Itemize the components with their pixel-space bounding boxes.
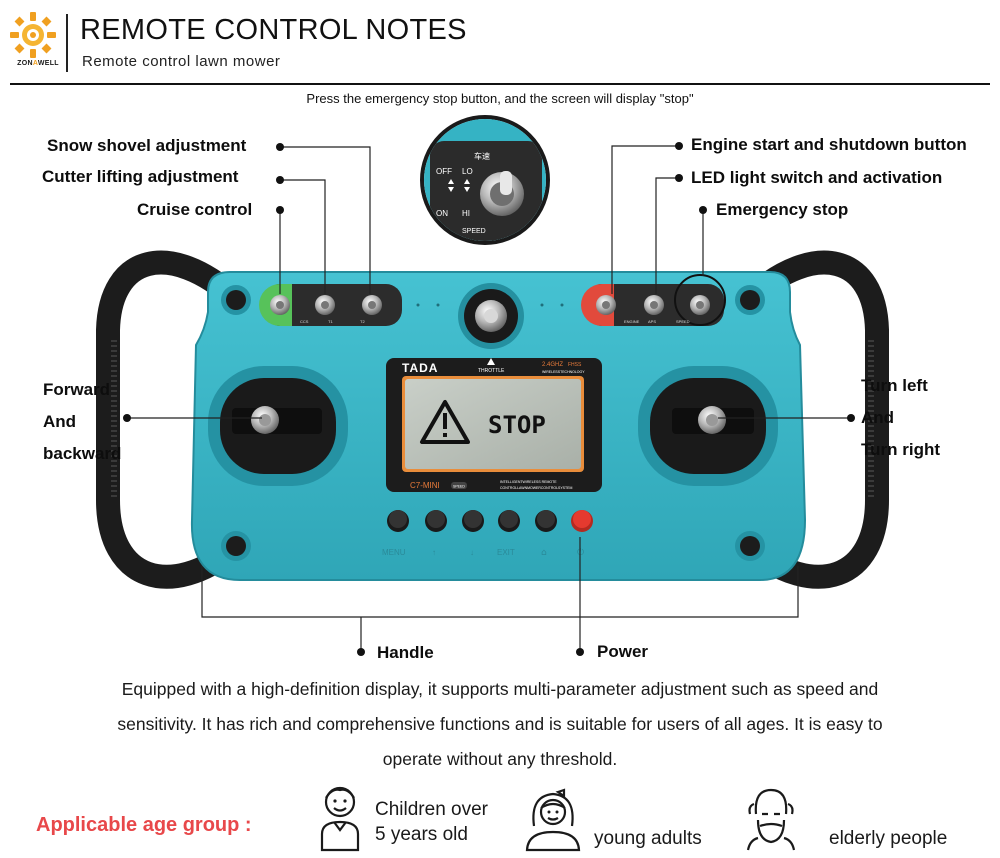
- description-line: sensitivity. It has rich and comprehensi…: [117, 714, 883, 734]
- emergency-caption: Press the emergency stop button, and the…: [306, 91, 694, 106]
- speed-switch-closeup: 车速 OFF LO ON HI SPEED: [424, 119, 546, 241]
- description: Equipped with a high-definition display,…: [30, 672, 970, 777]
- wireless-label: WIRELESSTECHNOLOGY: [542, 370, 585, 374]
- callout-turn-right: Turn right: [861, 440, 940, 459]
- left-switch-panel: CCS T1 T2: [259, 284, 402, 326]
- child-icon: [320, 786, 360, 852]
- callout-turn-and: And: [861, 408, 895, 427]
- throttle-label: THROTTLE: [478, 368, 505, 374]
- inset-lo: LO: [462, 167, 473, 176]
- warning-icon: [420, 400, 470, 444]
- age-children-line-1: Children over: [375, 799, 488, 820]
- switch-label-ccs: CCS: [300, 319, 309, 324]
- down-button[interactable]: [462, 510, 484, 532]
- header-rule: [10, 83, 990, 85]
- age-children: Children over 5 years old: [375, 797, 488, 847]
- led-light-switch[interactable]: [644, 295, 664, 315]
- callout-snow-shovel: Snow shovel adjustment: [47, 136, 247, 155]
- inset-title: 车速: [474, 151, 490, 161]
- inset-on: ON: [436, 209, 448, 218]
- brand-mark: TADA: [402, 361, 438, 375]
- callout-turn-left: Turn left: [861, 376, 928, 395]
- cruise-control-switch[interactable]: [270, 295, 290, 315]
- right-handle[interactable]: [738, 250, 889, 589]
- sun-logo-icon: [10, 12, 56, 58]
- up-button[interactable]: [425, 510, 447, 532]
- switch-label-engine: ENGINE: [624, 319, 640, 324]
- age-children-line-2: 5 years old: [375, 824, 468, 845]
- callout-cutter-lifting: Cutter lifting adjustment: [42, 167, 239, 186]
- page-title: REMOTE CONTROL NOTES: [80, 14, 467, 46]
- frequency-label: 2.4GHZ: [542, 362, 563, 368]
- switch-label-t1: T1: [328, 319, 333, 324]
- cutter-lifting-switch[interactable]: [315, 295, 335, 315]
- header-divider: [66, 14, 68, 72]
- switch-label-t2: T2: [360, 319, 365, 324]
- callout-backward: backward: [43, 444, 122, 463]
- menu-button-label: MENU: [382, 548, 406, 557]
- exit-button[interactable]: [498, 510, 520, 532]
- system-line-2: CONTROLLAWNMOWERCONTROLSYSTEM: [500, 486, 572, 490]
- up-arrow-icon: ↑: [432, 548, 436, 557]
- emergency-stop-switch[interactable]: [690, 295, 710, 315]
- callout-engine-start: Engine start and shutdown button: [691, 135, 967, 154]
- callout-power: Power: [597, 642, 649, 661]
- home-icon: ⌂: [541, 548, 547, 558]
- age-young-adults: young adults: [594, 828, 702, 849]
- callout-led-light: LED light switch and activation: [691, 168, 943, 187]
- down-arrow-icon: ↓: [470, 548, 474, 557]
- inset-hi: HI: [462, 209, 470, 218]
- snow-shovel-switch[interactable]: [362, 295, 382, 315]
- callout-forward-and: And: [43, 412, 77, 431]
- power-button[interactable]: [571, 510, 593, 532]
- lcd-screen: [405, 379, 581, 469]
- switch-label-aps: APS: [648, 319, 656, 324]
- fhss-label: FHSS: [568, 362, 582, 368]
- logo-wordmark: ZONAWELL: [17, 60, 59, 67]
- speed-switch-zoom-inset: 车速 OFF LO ON HI SPEED: [420, 115, 550, 245]
- engine-start-switch[interactable]: [596, 295, 616, 315]
- emergency-stop-highlight: [674, 274, 726, 326]
- throttle-knob[interactable]: [458, 283, 524, 349]
- lcd-stop-text: STOP: [488, 411, 546, 439]
- switch-label-speed: SPEED: [676, 319, 690, 324]
- home-button[interactable]: [535, 510, 557, 532]
- left-joystick[interactable]: [208, 366, 348, 486]
- callout-cruise-control: Cruise control: [137, 200, 253, 219]
- age-group-label: Applicable age group :: [36, 814, 252, 836]
- exit-button-label: EXIT: [497, 548, 515, 557]
- system-line-1: INTELLIGENTWIRELESS REMOTE: [500, 480, 557, 484]
- description-line: operate without any threshold.: [382, 749, 618, 769]
- elderly-icon: [746, 788, 796, 851]
- model-name: C7-MINI: [410, 481, 440, 490]
- menu-button[interactable]: [387, 510, 409, 532]
- description-line: Equipped with a high-definition display,…: [121, 679, 879, 699]
- callout-forward: Forward: [43, 380, 111, 399]
- callout-handle: Handle: [377, 643, 434, 662]
- inset-speed-label: SPEED: [462, 228, 486, 235]
- callout-emergency-stop: Emergency stop: [716, 200, 849, 219]
- model-badge: SPEED: [453, 485, 465, 489]
- page-subtitle: Remote control lawn mower: [82, 53, 281, 70]
- left-handle[interactable]: [96, 250, 247, 589]
- young-adult-icon: [525, 788, 581, 852]
- right-switch-panel: ENGINE APS SPEED: [581, 274, 726, 326]
- inset-off: OFF: [436, 167, 452, 176]
- brand-logo: ZONAWELL: [8, 10, 59, 74]
- age-elderly: elderly people: [829, 828, 948, 849]
- right-joystick[interactable]: [638, 366, 778, 486]
